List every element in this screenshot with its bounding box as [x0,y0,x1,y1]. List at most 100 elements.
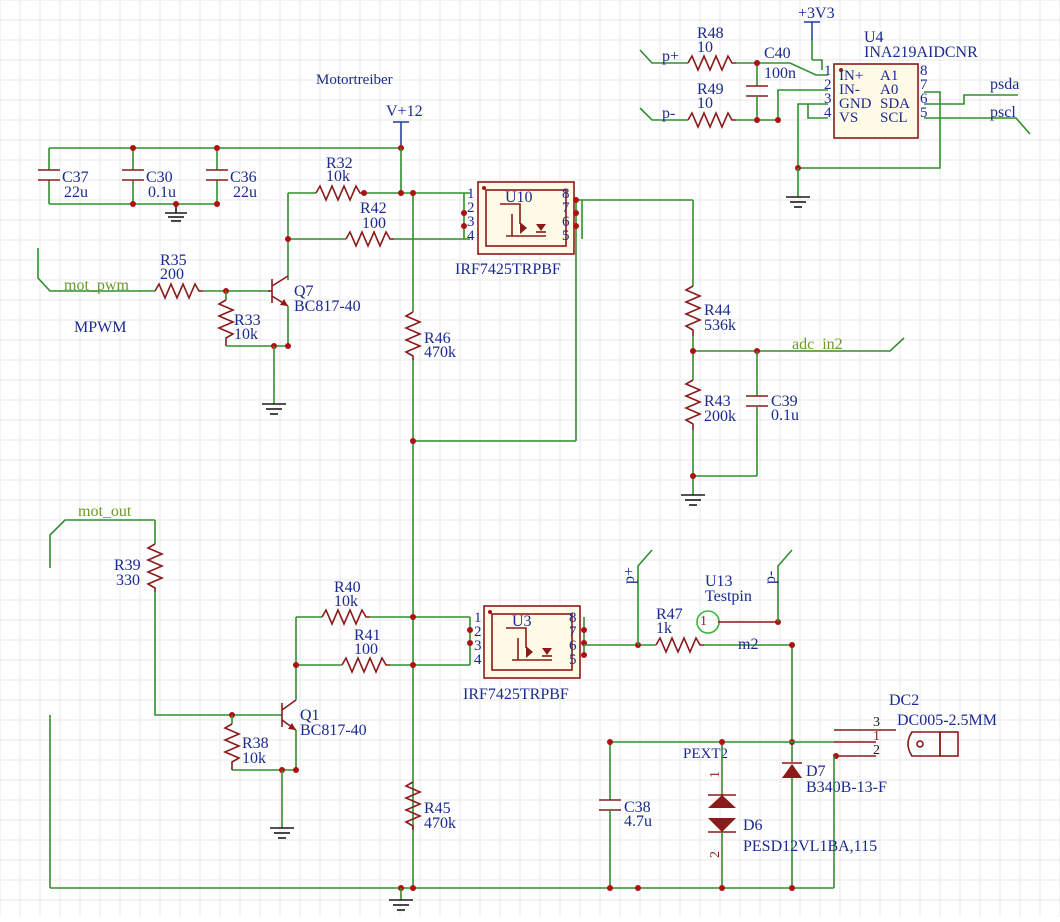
r41-resistor: R41 100 [341,627,390,675]
u10-pins-left-pin-1: 1 [467,186,475,202]
u3-pins-left-pin-4: 4 [474,652,482,668]
r35-ref: R35 [160,252,187,269]
m2-label: m2 [738,636,758,653]
d7-ref: D7 [806,763,826,780]
d6-value: PESD12VL1BA,115 [743,838,877,855]
c38-ref: C38 [624,799,651,816]
mot-pwm-label: mot_pwm [64,277,129,294]
q7-transistor: Q7 BC817-40 [268,275,361,346]
r39-ref: R39 [114,557,141,574]
dc2-pin2: 2 [873,743,880,758]
u10-pins-left-pin-3: 3 [467,214,475,230]
v3v3-power-flag: +3V3 [798,5,835,40]
u10-pins-left-pin-4: 4 [467,228,475,244]
r45-ref: R45 [424,800,451,817]
u4-pin-right-3: SCL [880,110,908,126]
u3-pins-left-pin-3: 3 [474,638,482,654]
r46-value: 470k [424,344,456,361]
u4-pinnum-left-4: 4 [824,105,832,121]
adc-in2-label: adc_in2 [792,336,843,353]
u4-pin-right-1: A0 [880,82,898,98]
dc2-ref: DC2 [889,692,919,709]
c30-ref: C30 [146,169,173,186]
u4-pin-right-0: A1 [880,68,898,84]
d7-value: B340B-13-F [806,779,887,796]
c37-value: 22u [64,184,88,201]
d6-pin2: 2 [708,851,723,858]
dc2-pin1: 1 [873,729,880,744]
q7-ref: Q7 [294,283,314,300]
r44-value: 536k [704,317,736,334]
r40-resistor: R40 10k [321,579,370,627]
u4-pinnum-right-7: 7 [920,77,928,93]
d6-ref: D6 [743,817,763,834]
r33-value: 10k [234,326,258,343]
u3-pins-right-pin-8: 8 [569,610,577,626]
r43-resistor: R43 200k [683,379,736,430]
c39-capacitor: C39 0.1u [746,351,799,476]
p-plus-label-top: p+ [662,48,679,65]
c40-capacitor: C40 100n [746,45,796,120]
u10-pins-left-pin-2: 2 [467,200,475,216]
q1-transistor: Q1 BC817-40 [281,699,367,770]
r32-value: 10k [326,168,350,185]
q7-value: BC817-40 [294,298,361,315]
u4-pinnum-left-1: 1 [824,63,832,79]
dc2-jack: DC2 DC005-2.5MM 3 1 2 [833,692,997,759]
r32-resistor: R32 10k [315,155,364,203]
r33-resistor: R33 10k [216,291,288,347]
mpwm-label: MPWM [74,319,126,336]
u10-pins-right-pin-8: 8 [562,186,570,202]
u4-pin-right-2: SDA [880,96,910,112]
u3-ref: U3 [512,613,532,630]
u4-value: INA219AIDCNR [864,44,978,61]
d6-pin1: 1 [708,771,723,778]
dc2-pin3: 3 [873,715,880,730]
r47-resistor: R47 1k [655,606,704,655]
r48-ref: R48 [697,25,724,42]
u3-pins-right-pin-7: 7 [569,624,577,640]
r48-value: 10 [697,39,713,56]
r49-value: 10 [697,95,713,112]
v12-power-flag: V+12 [386,103,423,148]
r47-value: 1k [656,620,672,637]
r35-resistor: R35 200 [154,252,268,301]
v12-label: V+12 [386,103,423,120]
u4-pinnum-right-8: 8 [920,63,928,79]
u13-testpin: U13 Testpin 1 [696,573,781,634]
c38-capacitor: C38 4.7u [599,742,652,888]
mot-out-net: mot_out [49,503,155,568]
r38-resistor: R38 10k [222,715,296,771]
d6-tvs-diode: PEXT2 1 2 D6 PESD12VL1BA,115 [683,742,877,888]
r42-ref: R42 [360,200,387,217]
c36-ref: C36 [230,169,257,186]
r44-ref: R44 [704,302,731,319]
c30-value: 0.1u [148,184,176,201]
u3-pins-left-pin-2: 2 [474,624,482,640]
u3-pins-left-pin-1: 1 [474,610,482,626]
r42-value: 100 [362,215,386,232]
r33-ref: R33 [234,312,261,329]
pext2-label: PEXT2 [683,746,728,762]
p-minus-label-top: p- [662,105,675,122]
d7-diode: D7 B340B-13-F [782,762,887,888]
r45-value: 470k [424,815,456,832]
u3-pins-right-pin-5: 5 [569,652,577,668]
u4-pin-left-2: GND [839,96,872,112]
u4-pin-left-3: VS [839,110,858,126]
u3-pins-right-pin-6: 6 [569,638,577,654]
c36-value: 22u [233,184,257,201]
c39-value: 0.1u [771,407,799,424]
mot-out-label: mot_out [78,503,132,520]
r41-value: 100 [354,641,378,658]
r49-resistor: R49 10 [687,81,736,130]
mot-pwm-net: mot_pwm MPWM [37,248,155,336]
u10-ref: U10 [505,189,533,206]
r40-ref: R40 [334,579,361,596]
u10-pins-right-pin-6: 6 [562,214,570,230]
c40-value: 100n [764,65,796,82]
r35-value: 200 [160,266,184,283]
r47-ref: R47 [656,606,683,623]
